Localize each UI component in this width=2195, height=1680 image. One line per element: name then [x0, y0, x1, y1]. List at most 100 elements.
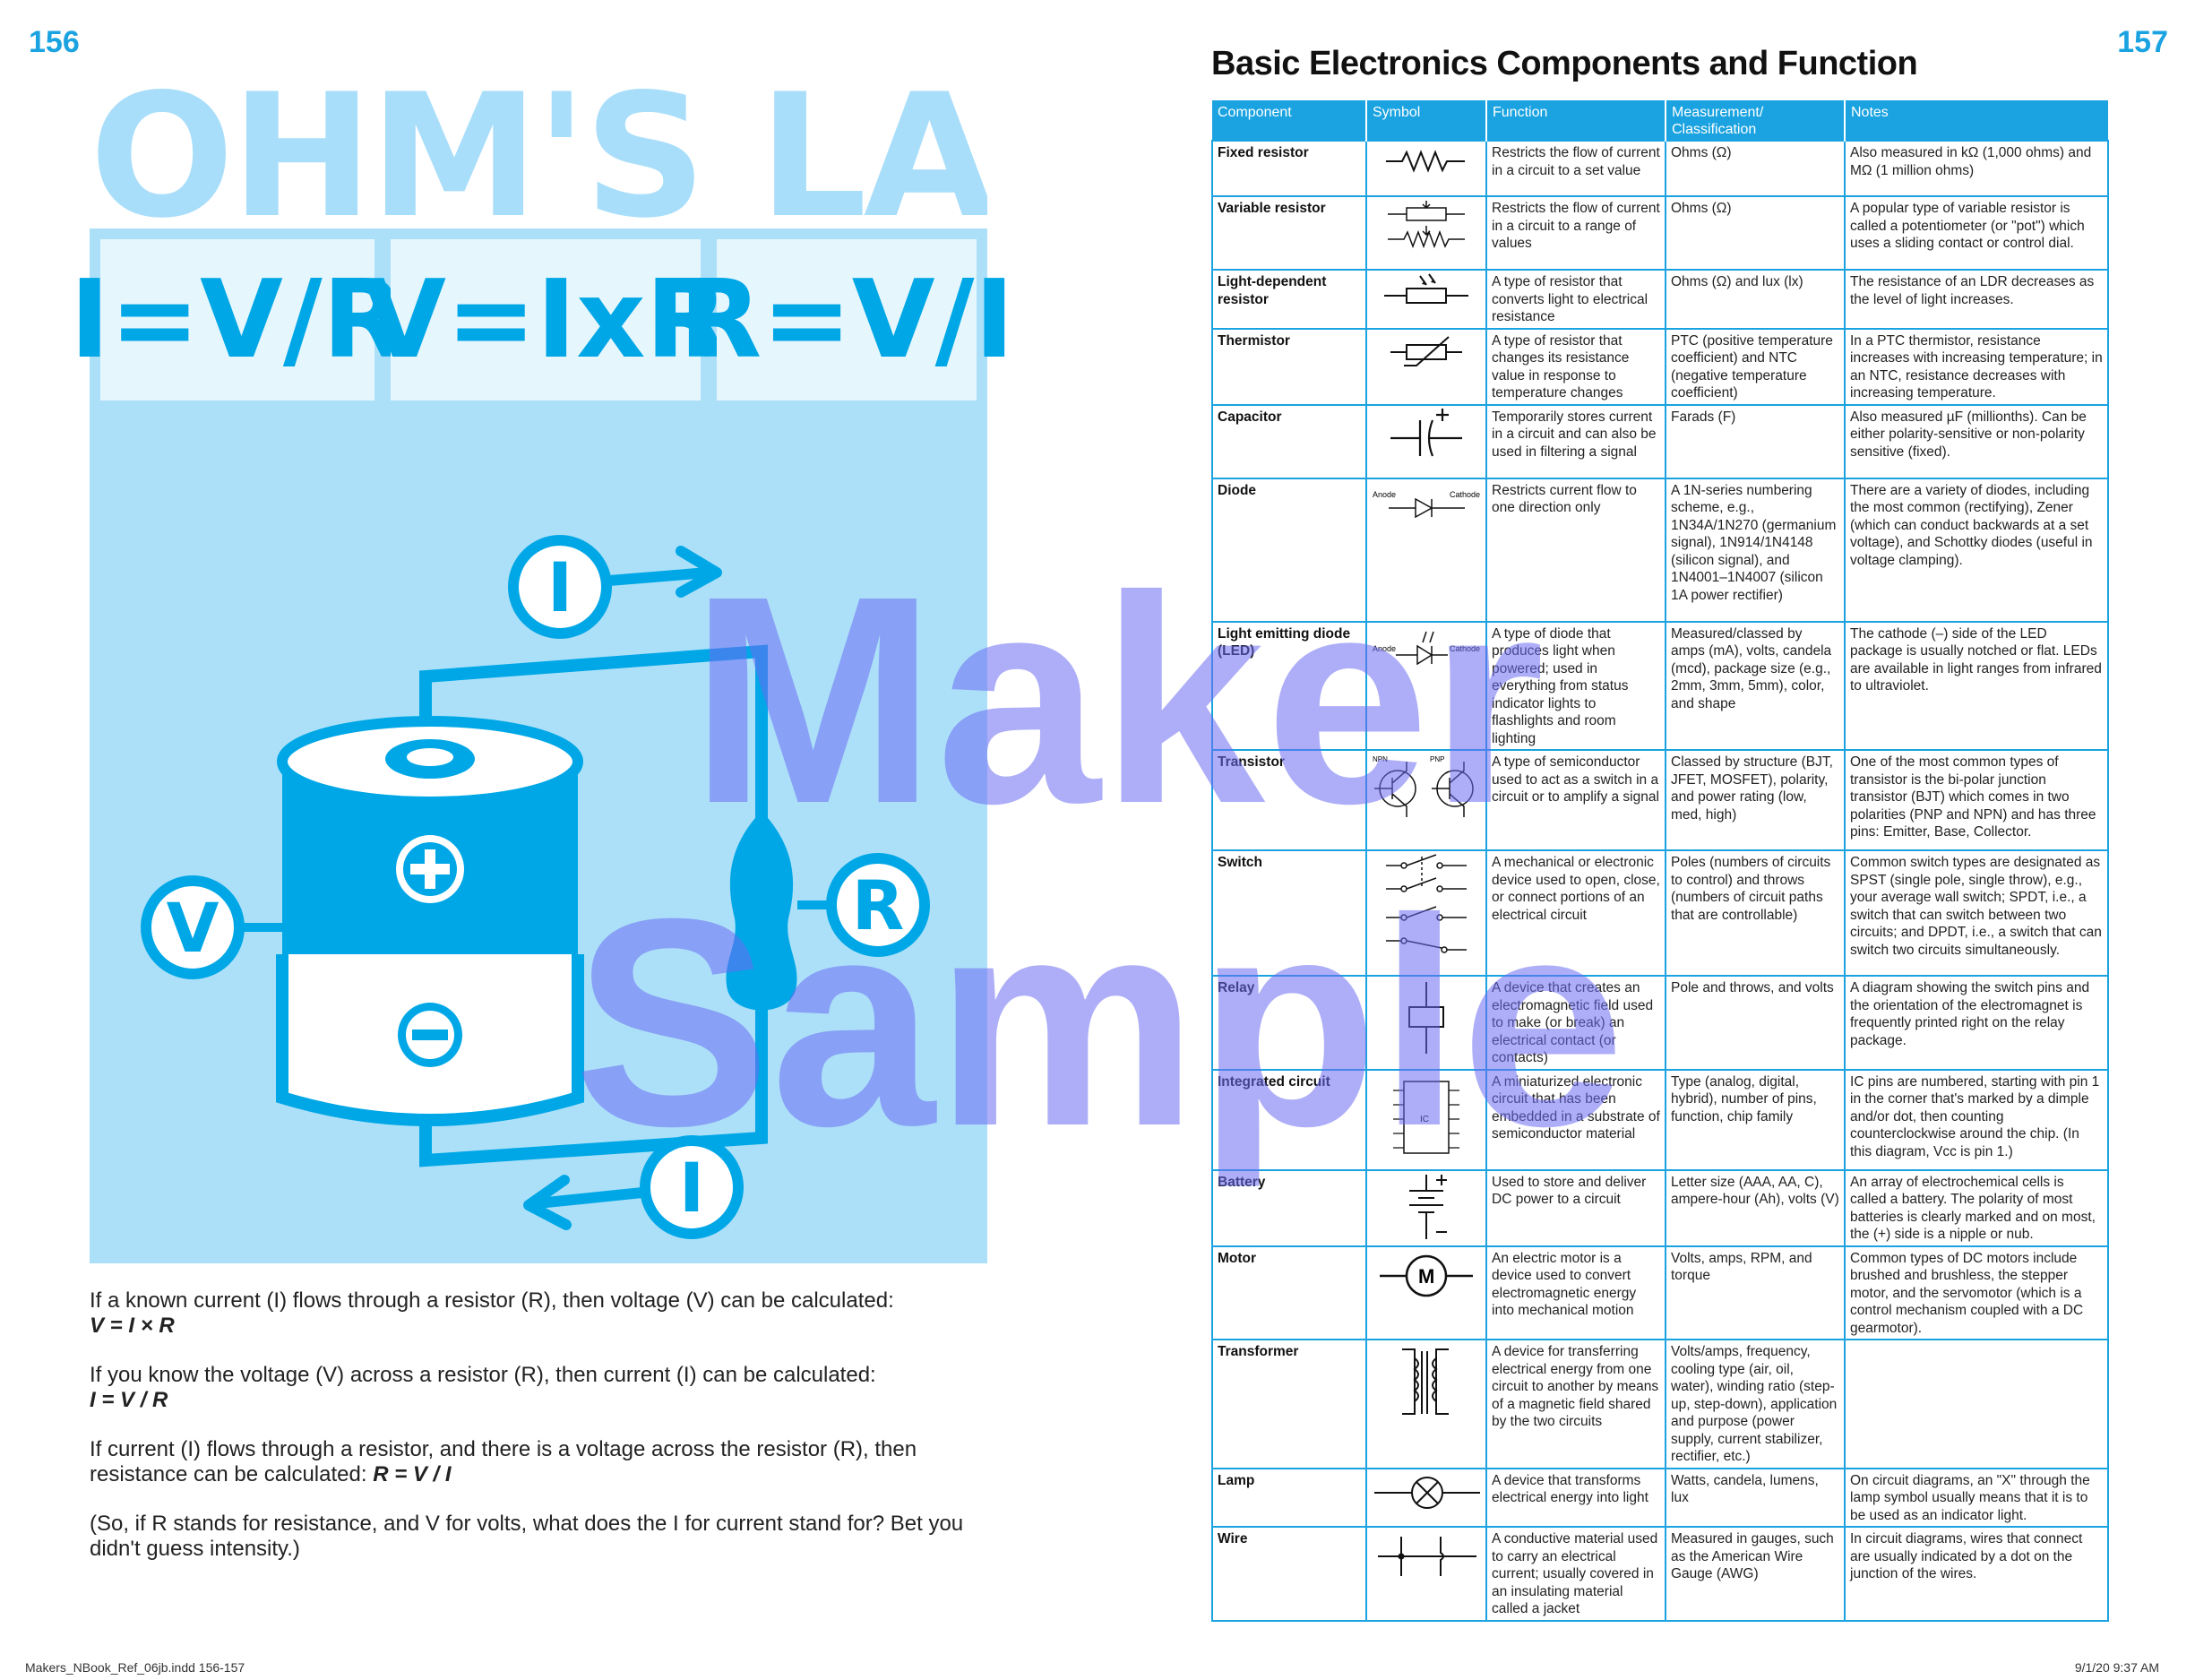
notes-cell: IC pins are numbered, starting with pin … [1844, 1068, 2109, 1171]
header-notes: Notes [1844, 100, 2108, 141]
current-label-top: I [547, 547, 572, 627]
function-cell: A miniaturized electronic circuit that h… [1485, 1068, 1666, 1171]
function-cell: A device that creates an electromagnetic… [1485, 975, 1666, 1071]
notes-cell: A popular type of variable resistor is c… [1844, 195, 2109, 271]
switch-symbol [1365, 849, 1487, 977]
component-name-cell: Battery [1211, 1168, 1367, 1247]
notes-cell: Common types of DC motors include brushe… [1844, 1245, 2109, 1340]
page-number-right: 157 [2117, 25, 2168, 59]
notes-cell: One of the most common types of transist… [1844, 749, 2109, 851]
function-cell: A type of diode that produces light when… [1485, 620, 1666, 751]
svg-text:M: M [1418, 1265, 1434, 1288]
ic-symbol: IC [1365, 1068, 1487, 1171]
measurement-cell: Watts, candela, lumens, lux [1665, 1467, 1846, 1528]
paragraph-current-text: If you know the voltage (V) across a res… [90, 1363, 876, 1387]
lamp-symbol [1365, 1467, 1487, 1528]
measurement-cell: Pole and throws, and volts [1665, 975, 1846, 1071]
wire-symbol [1365, 1526, 1487, 1622]
function-cell: An electric motor is a device used to co… [1485, 1245, 1666, 1340]
formula-current: I=V/R [70, 239, 405, 401]
measurement-cell: Poles (numbers of circuits to control) a… [1665, 849, 1846, 977]
measurement-cell: PTC (positive temperature coefficient) a… [1665, 327, 1846, 406]
table-row: Relay A device that creates an electromag… [1211, 975, 2109, 1071]
transistor-symbol: NPN PNP [1365, 749, 1487, 851]
svg-text:Cathode: Cathode [1450, 644, 1480, 653]
resistance-label-circle [826, 853, 930, 957]
table-row: Wire A conductive material used to carry … [1211, 1526, 2109, 1622]
notes-cell: On circuit diagrams, an "X" through the … [1844, 1467, 2109, 1528]
hero-title: OHM'S LAW [90, 85, 987, 228]
measurement-cell: Ohms (Ω) [1665, 140, 1846, 197]
resistor-shape [726, 811, 797, 1011]
component-name-cell: Light-dependent resistor [1211, 269, 1367, 330]
component-name-cell: Lamp [1211, 1467, 1367, 1528]
table-header-row: Component Symbol Function Measurement/ C… [1212, 100, 2108, 141]
measurement-cell: Classed by structure (BJT, JFET, MOSFET)… [1665, 749, 1846, 851]
measurement-cell: Letter size (AAA, AA, C), ampere-hour (A… [1665, 1168, 1846, 1247]
notes-cell: In circuit diagrams, wires that connect … [1844, 1526, 2109, 1622]
formula-voltage-text: V=IxR [363, 257, 728, 383]
equation-resistance: R = V / I [373, 1462, 452, 1486]
notes-cell: Also measured in kΩ (1,000 ohms) and MΩ … [1844, 140, 2109, 197]
component-name-cell: Motor [1211, 1245, 1367, 1340]
table-row: Integrated circuit IC A miniaturized elect… [1211, 1068, 2109, 1171]
header-component: Component [1212, 100, 1366, 141]
formula-resistance: R=V/I [679, 239, 1014, 401]
diode-symbol: Anode Cathode [1365, 477, 1487, 623]
table-row: Motor M An electric motor is a device used… [1211, 1245, 2109, 1340]
table-row: Switch A mechanical or electronic device … [1211, 849, 2109, 977]
transformer-symbol [1365, 1339, 1487, 1469]
component-name-cell: Wire [1211, 1526, 1367, 1622]
function-cell: A conductive material used to carry an e… [1485, 1526, 1666, 1622]
component-name-cell: Variable resistor [1211, 195, 1367, 271]
table-title: Basic Electronics Components and Functio… [1211, 45, 1918, 82]
paragraph-voltage-text: If a known current (I) flows through a r… [90, 1288, 894, 1313]
function-cell: A device for transferring electrical ene… [1485, 1339, 1666, 1469]
current-label-top-circle [508, 535, 612, 639]
measurement-cell: Type (analog, digital, hybrid), number o… [1665, 1068, 1846, 1171]
function-cell: A mechanical or electronic device used t… [1485, 849, 1666, 977]
measurement-cell: Measured/classed by amps (mA), volts, ca… [1665, 620, 1846, 751]
paragraph-current: If you know the voltage (V) across a res… [90, 1363, 994, 1413]
formula-resistance-text: R=V/I [678, 257, 1015, 383]
notes-cell: Also measured µF (millionths). Can be ei… [1844, 403, 2109, 479]
notes-cell: An array of electrochemical cells is cal… [1844, 1168, 2109, 1247]
svg-text:IC: IC [1420, 1115, 1429, 1124]
component-name-cell: Transformer [1211, 1339, 1367, 1469]
table-row: Variable resistor Restricts the flow of c… [1211, 195, 2109, 271]
function-cell: A type of resistor that converts light t… [1485, 269, 1666, 330]
svg-text:PNP: PNP [1430, 755, 1444, 763]
function-cell: Restricts the flow of current in a circu… [1485, 140, 1666, 197]
svg-text:NPN: NPN [1373, 755, 1388, 763]
component-name-cell: Integrated circuit [1211, 1068, 1367, 1171]
function-cell: Temporarily stores current in a circuit … [1485, 403, 1666, 479]
svg-text:Anode: Anode [1373, 490, 1396, 499]
motor-symbol: M [1365, 1245, 1487, 1340]
notes-cell: The resistance of an LDR decreases as th… [1844, 269, 2109, 330]
measurement-cell: Ohms (Ω) [1665, 195, 1846, 271]
resistance-label: R [852, 866, 905, 945]
svg-text:Cathode: Cathode [1450, 490, 1480, 499]
notes-cell: In a PTC thermistor, resistance increase… [1844, 327, 2109, 406]
table-row: Capacitor Temporarily stores current in a… [1211, 403, 2109, 479]
relay-symbol [1365, 975, 1487, 1071]
equation-current: I = V / R [90, 1388, 168, 1412]
header-symbol: Symbol [1365, 100, 1486, 141]
component-name-cell: Relay [1211, 975, 1367, 1071]
paragraph-intensity: (So, if R stands for resistance, and V f… [90, 1512, 964, 1561]
table-row: Light-dependent resistor A type of resist… [1211, 269, 2109, 330]
voltage-label: V [167, 888, 220, 968]
header-measurement: Measurement/ Classification [1665, 100, 1845, 141]
table-row: Battery Used to store and deliver DC powe… [1211, 1168, 2109, 1247]
component-name-cell: Capacitor [1211, 403, 1367, 479]
function-cell: Used to store and deliver DC power to a … [1485, 1168, 1666, 1247]
function-cell: A type of resistor that changes its resi… [1485, 327, 1666, 406]
function-cell: Restricts the flow of current in a circu… [1485, 195, 1666, 271]
notes-cell: A diagram showing the switch pins and th… [1844, 975, 2109, 1071]
component-name-cell: Transistor [1211, 749, 1367, 851]
equation-voltage: V = I × R [90, 1314, 175, 1338]
component-name-cell: Switch [1211, 849, 1367, 977]
footer-file-info: Makers_NBook_Ref_06jb.indd 156-157 [25, 1660, 245, 1675]
formula-voltage: V=IxR [363, 239, 728, 401]
